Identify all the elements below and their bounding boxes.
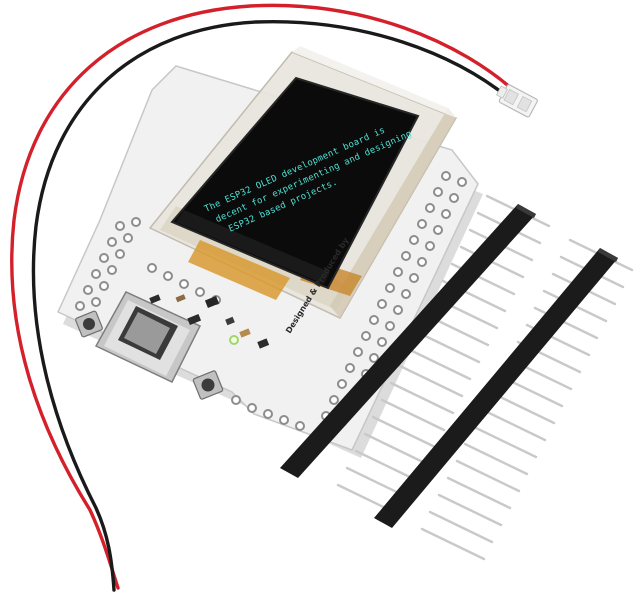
pin-header-left	[280, 194, 551, 517]
esp32-board: The ESP32 OLED development board is dece…	[57, 46, 483, 458]
header-strip-right	[374, 248, 618, 528]
header-strip-left	[280, 204, 536, 478]
prg-button	[192, 370, 224, 400]
battery-lead	[10, 3, 538, 592]
usb-c-port	[94, 291, 202, 383]
jst-connector	[496, 84, 538, 118]
red-wire	[10, 3, 522, 590]
smd-components	[149, 294, 270, 349]
oled-module: The ESP32 OLED development board is dece…	[148, 46, 458, 319]
reset-button	[75, 310, 103, 338]
pin-header-right	[374, 238, 634, 561]
black-wire	[31, 19, 518, 592]
left-pin-holes	[75, 217, 305, 431]
